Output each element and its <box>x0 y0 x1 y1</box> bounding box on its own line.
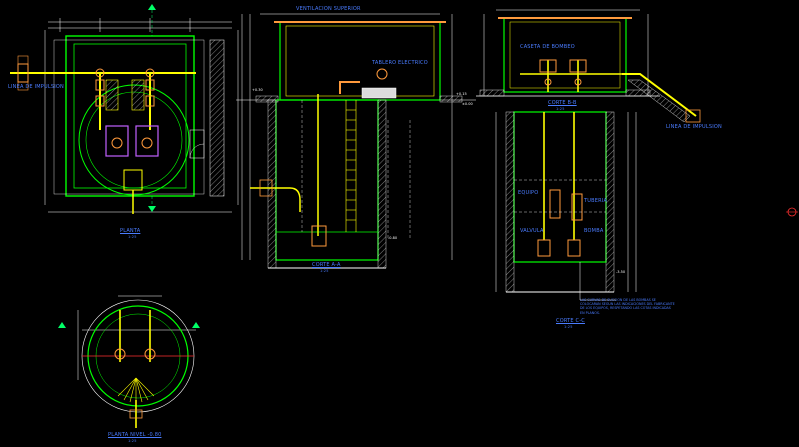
aa-well-walls <box>275 99 379 261</box>
title-corte-aa: CORTE A-A <box>312 262 341 268</box>
elevation-1: +0.30 <box>252 88 263 92</box>
scale-planta: 1:25 <box>128 235 137 239</box>
title-corte-cc: CORTE C-C <box>556 318 585 324</box>
label-caseta: CASETA DE BOMBEO <box>520 44 575 50</box>
scale-corte-cc: 1:25 <box>564 325 573 329</box>
drawing-note: LAS CURVAS DE SUCCION DE LAS BOMBAS SE C… <box>580 298 675 315</box>
scale-corte-bb: 1:25 <box>556 107 565 111</box>
planta-outer-wall <box>65 35 195 197</box>
scale-planta-nivel: 1:25 <box>128 439 137 443</box>
corte-aa-view <box>236 13 476 269</box>
title-planta: PLANTA <box>120 228 141 234</box>
elevation-3: ±0.00 <box>462 102 473 106</box>
planta-pump-left <box>105 125 129 157</box>
bb-caseta-walls <box>503 17 627 93</box>
planta-nivel-view <box>58 295 200 428</box>
label-pipe-right: LINEA DE IMPULSION <box>666 124 722 130</box>
label-equipo: EQUIPO <box>518 190 539 196</box>
scale-corte-aa: 1:25 <box>320 269 329 273</box>
corte-cc-view <box>495 111 637 301</box>
bb-discharge-pipe <box>622 73 697 117</box>
title-planta-nivel: PLANTA NIVEL -0.80 <box>108 432 162 438</box>
title-corte-bb: CORTE B-B <box>548 100 577 106</box>
label-bomba: BOMBA <box>584 228 604 234</box>
label-tuberia: TUBERIA <box>584 198 608 204</box>
elevation-5: -3.50 <box>616 270 626 274</box>
planta-pump-right <box>135 125 159 157</box>
elevation-2: +0.15 <box>456 92 467 96</box>
label-tablero: TABLERO ELECTRICO <box>372 60 428 66</box>
planta-view <box>10 4 239 214</box>
label-pipe-left: LINEA DE IMPULSION <box>8 84 64 90</box>
label-valvula: VALVULA <box>520 228 544 234</box>
elevation-4: -0.80 <box>388 236 398 240</box>
label-top-note: VENTILACION SUPERIOR <box>296 6 361 12</box>
corte-bb-view <box>476 9 701 123</box>
north-marker <box>786 207 798 217</box>
cc-well-walls <box>513 111 607 263</box>
